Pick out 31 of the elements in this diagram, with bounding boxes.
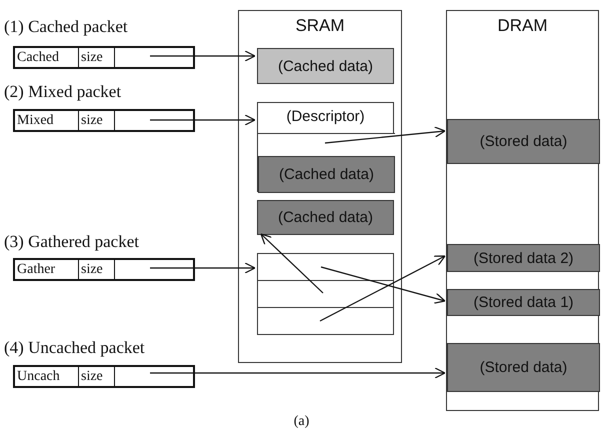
memory-block: [238, 10, 402, 363]
packet-format-box: Gather size: [13, 258, 195, 281]
arrow: [260, 233, 324, 294]
descriptor-label: (Descriptor): [285, 108, 366, 125]
arrow: [324, 126, 446, 144]
descriptor-row: [258, 133, 395, 156]
descriptor-block: [257, 102, 394, 192]
arrow: [150, 50, 256, 62]
packet-heading: (1) Cached packet: [4, 17, 128, 37]
arrow: [150, 262, 256, 274]
caption: (a): [292, 414, 310, 430]
packet-heading: (4) Uncached packet: [4, 338, 145, 358]
gather-table: [257, 253, 394, 335]
packet-heading: (3) Gathered packet: [4, 232, 139, 252]
arrow: [320, 266, 446, 304]
memory-title: DRAM: [496, 16, 549, 36]
data-block: (Cached data): [257, 48, 394, 84]
packet-format-box: Cached size: [13, 46, 195, 69]
data-block: (Stored data): [447, 119, 600, 164]
data-block: (Stored data 1): [447, 289, 600, 316]
memory-block: [446, 10, 599, 411]
data-block: (Cached data): [257, 200, 394, 235]
data-block: (Stored data 2): [447, 244, 600, 272]
arrow: [150, 367, 446, 379]
data-block: (Cached data): [258, 156, 395, 193]
arrow: [150, 114, 256, 126]
packet-format-box: Mixed size: [13, 109, 195, 132]
packet-format-box: Uncach size: [13, 365, 195, 388]
data-block: (Stored data): [447, 343, 600, 392]
packet-heading: (2) Mixed packet: [4, 82, 122, 102]
memory-title: SRAM: [294, 16, 346, 36]
